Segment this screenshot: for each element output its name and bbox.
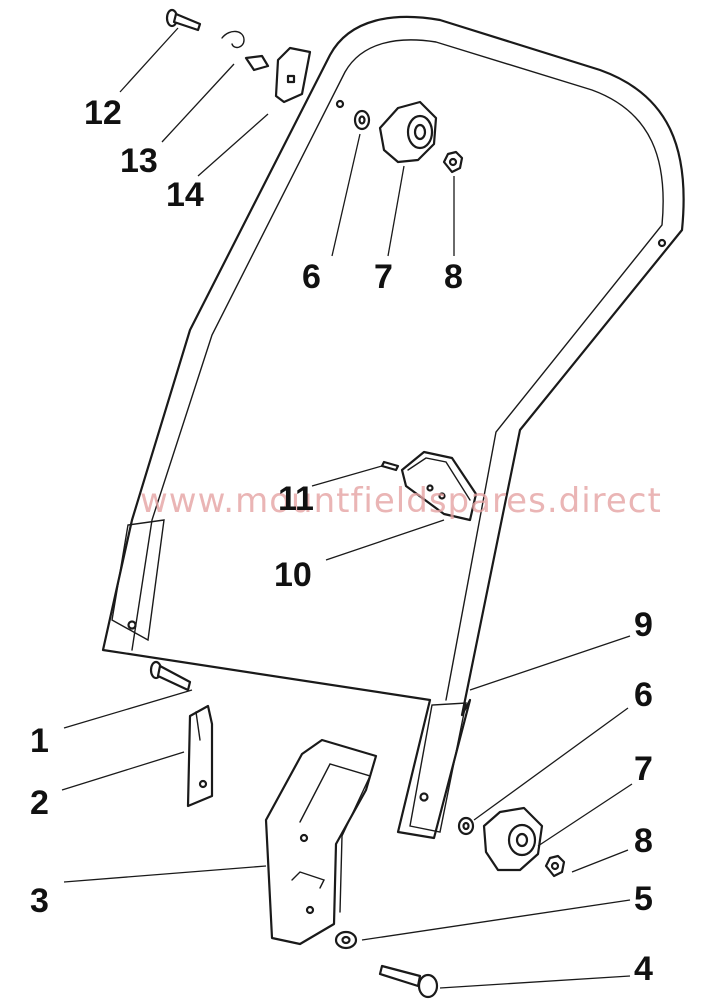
watermark-text: www.mountfieldspares.direct [140,481,662,521]
callout-14: 14 [166,176,204,214]
callout-7-top: 7 [374,258,393,296]
leader-lines [61,27,633,989]
star-knob-bottom [482,806,544,872]
bracket-3 [264,738,378,946]
cable-guide-14 [274,46,312,104]
callout-labels: 12 13 14 6 7 8 11 10 9 6 1 7 2 8 3 5 4 [30,94,653,988]
callout-11: 11 [278,480,314,518]
upper-handle [101,15,685,840]
bolt-12 [165,8,202,32]
nut-top [442,150,464,174]
callout-5: 5 [634,880,653,918]
callout-7-bottom: 7 [634,750,653,788]
callout-4: 4 [634,950,653,988]
bolt-1 [149,660,192,692]
star-knob-top [378,100,438,164]
callout-12: 12 [84,94,122,132]
callout-6-bottom: 6 [634,676,653,714]
callout-8-top: 8 [444,258,463,296]
screw-11 [380,460,400,472]
cable-clip-13 [221,30,270,72]
washer-top [353,109,371,131]
plate-2 [186,704,214,808]
cable-clip-10 [400,450,478,522]
callout-3: 3 [30,882,49,920]
washer-bottom [457,816,475,836]
washer-5 [334,930,358,950]
callout-8-bottom: 8 [634,822,653,860]
callout-6-top: 6 [302,258,321,296]
callout-10: 10 [274,556,312,594]
callout-9: 9 [634,606,653,644]
bolt-4 [378,964,439,999]
callout-2: 2 [30,784,49,822]
callout-1: 1 [30,722,49,760]
callout-13: 13 [120,142,158,180]
nut-bottom [544,854,566,878]
